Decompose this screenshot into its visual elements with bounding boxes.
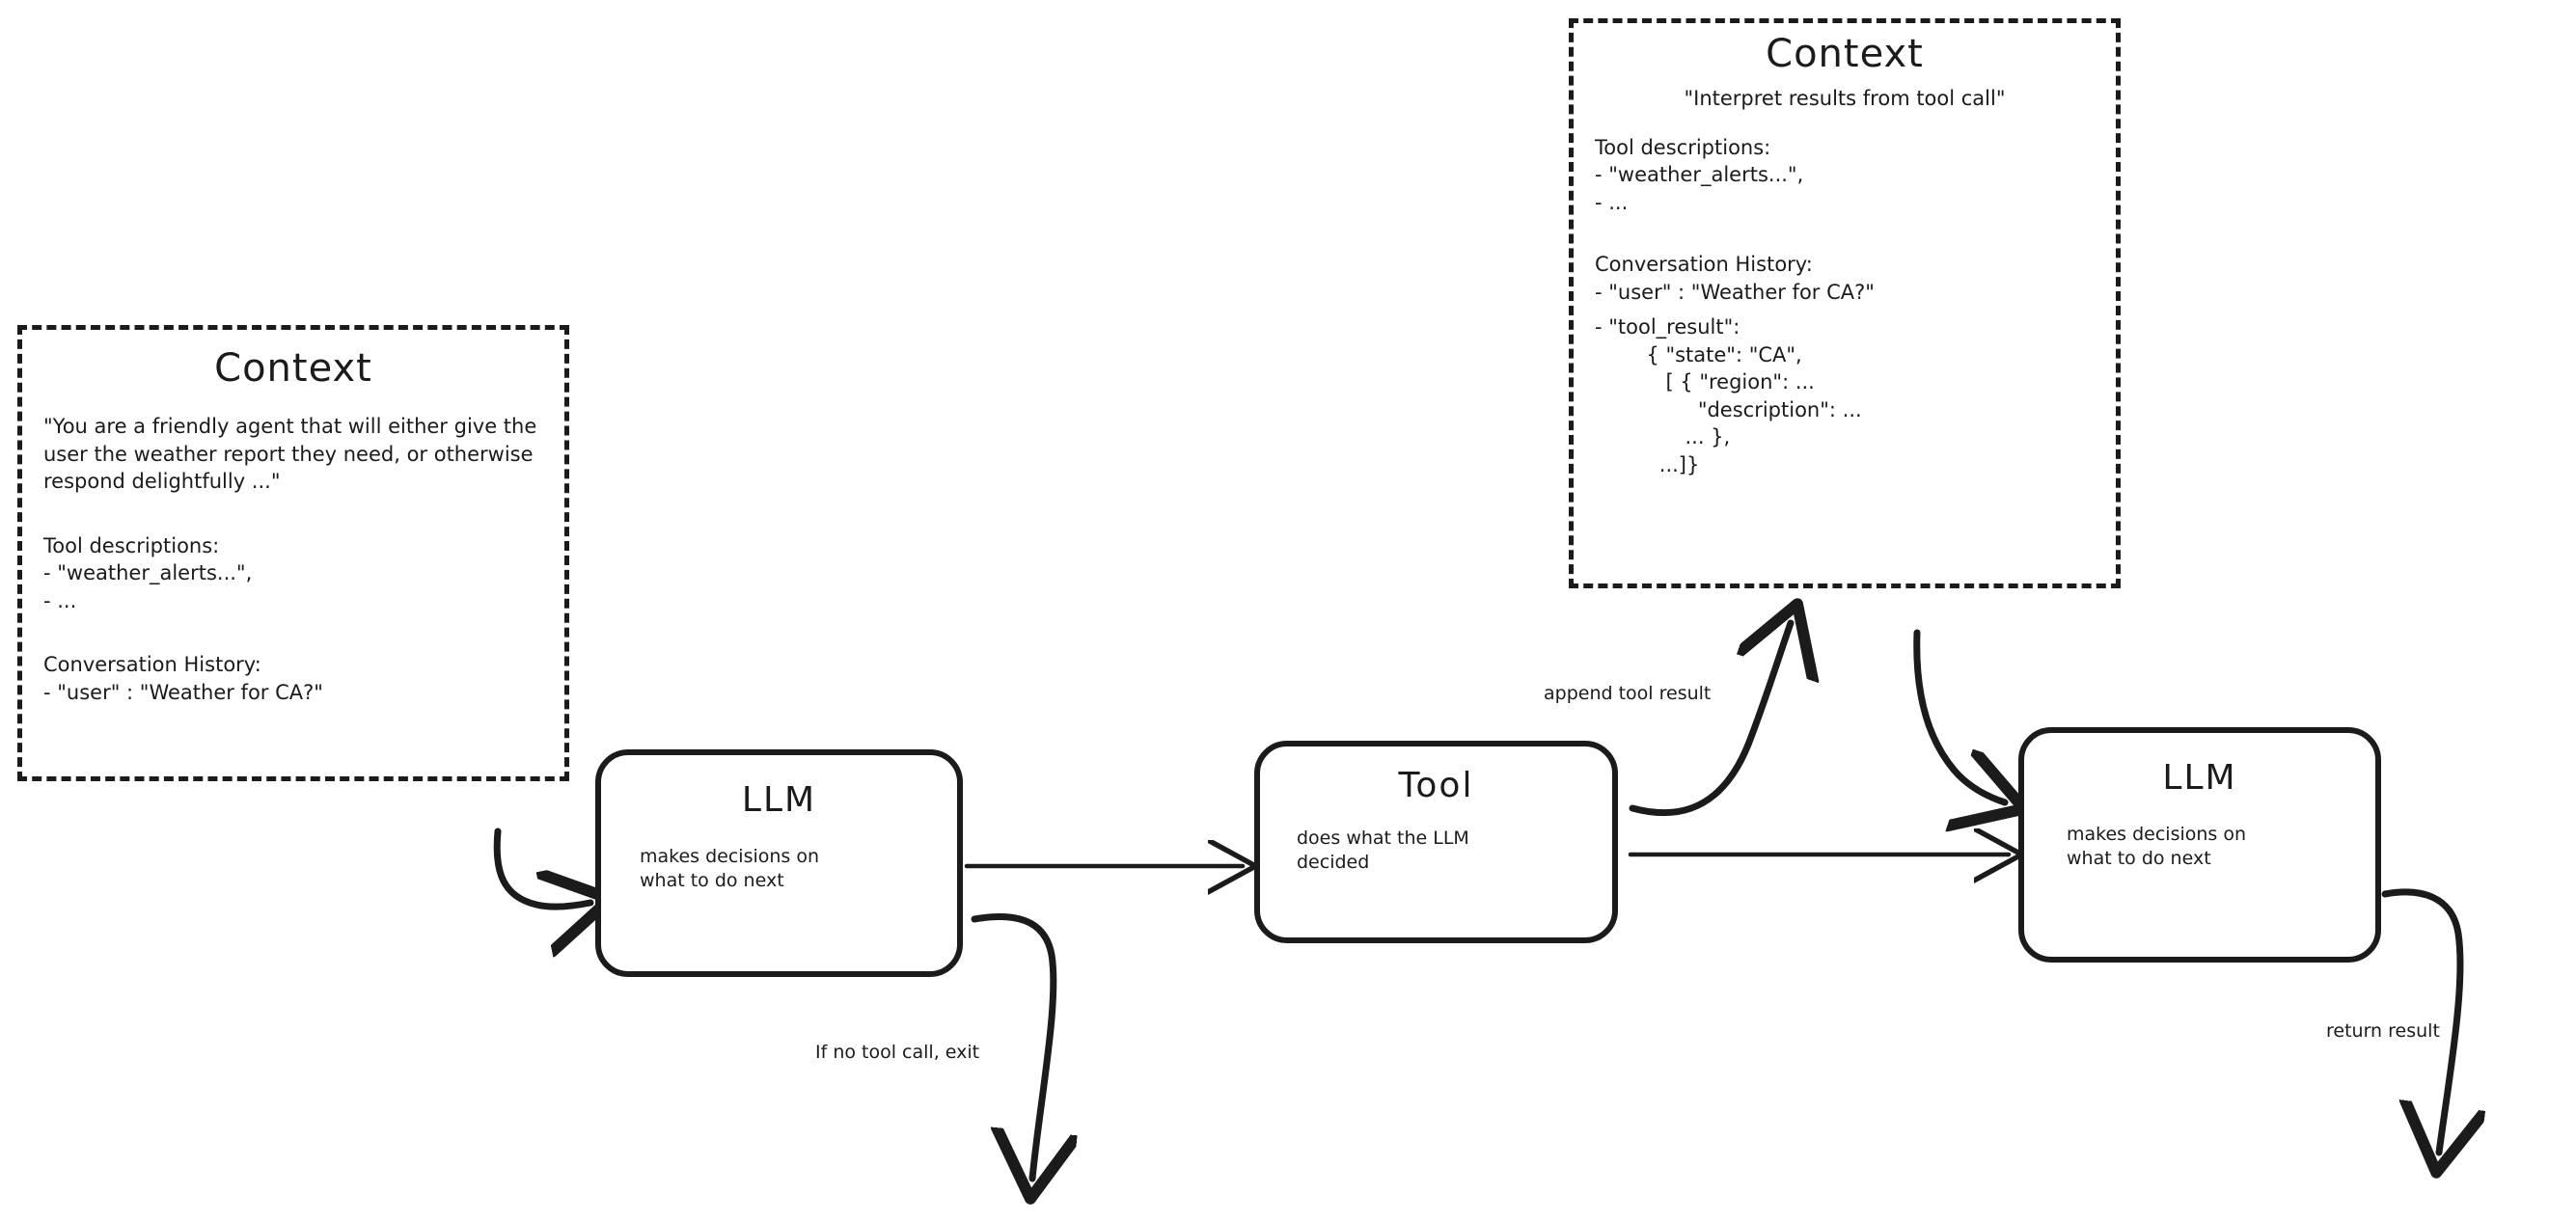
context-left-conversation-item: - "user" : "Weather for CA?" xyxy=(43,680,323,704)
context-right-conversation-item: { "state": "CA", xyxy=(1595,342,1802,366)
context-right-tool-item: - "weather_alerts...", xyxy=(1595,163,1804,187)
context-right-conversation-heading: Conversation History: xyxy=(1595,253,1813,277)
edge-context-to-llm2 xyxy=(1913,629,2005,802)
edge-append-tool-result xyxy=(1629,623,1791,817)
context-right-title: Context xyxy=(1766,32,1924,76)
context-box-right: Context "Interpret results from tool cal… xyxy=(1569,18,2121,588)
node-tool-subtitle: does what the LLM decided xyxy=(1297,828,1469,873)
context-right-conversation-item: "description": ... xyxy=(1595,397,1862,421)
context-right-conversation-item: ...]} xyxy=(1595,453,1700,477)
context-right-conversation-item: [ { "region": ... xyxy=(1595,370,1815,394)
node-llm-1[interactable]: LLM makes decisions on what to do next xyxy=(595,749,963,977)
edge-label-return-result: return result xyxy=(2326,1020,2440,1042)
edge-context-to-llm1 xyxy=(493,828,590,907)
context-left-tool-item: - "weather_alerts...", xyxy=(43,561,253,585)
node-llm-2-subtitle: makes decisions on what to do next xyxy=(2067,824,2247,869)
node-tool[interactable]: Tool does what the LLM decided xyxy=(1254,741,1618,943)
spacer xyxy=(22,614,564,628)
node-llm-1-title: LLM xyxy=(741,780,817,820)
context-right-conversation-item: - "user" : "Weather for CA?" xyxy=(1595,280,1875,304)
context-right-conversation-item: ... }, xyxy=(1595,425,1731,449)
node-tool-title: Tool xyxy=(1398,766,1474,805)
node-llm-2-title: LLM xyxy=(2162,758,2237,798)
context-left-system-prompt: "You are a friendly agent that will eith… xyxy=(43,415,543,494)
node-llm-2[interactable]: LLM makes decisions on what to do next xyxy=(2018,727,2381,963)
edge-label-append-tool-result: append tool result xyxy=(1544,683,1712,704)
context-left-tools-heading: Tool descriptions: xyxy=(43,533,220,557)
spacer xyxy=(1574,306,2116,313)
node-llm-1-subtitle: makes decisions on what to do next xyxy=(640,846,820,891)
context-left-title: Context xyxy=(214,346,372,391)
context-right-conversation-item: - "tool_result": xyxy=(1595,315,1740,339)
context-left-tool-item: - ... xyxy=(43,588,77,612)
edge-label-exit: If no tool call, exit xyxy=(815,1042,980,1063)
context-right-tool-item: - ... xyxy=(1595,190,1629,214)
context-left-conversation-heading: Conversation History: xyxy=(43,653,261,677)
edge-llm1-exit xyxy=(971,913,1054,1179)
context-right-tools-heading: Tool descriptions: xyxy=(1595,135,1771,159)
spacer xyxy=(22,496,564,509)
spacer xyxy=(1574,216,2116,230)
context-box-left: Context "You are a friendly agent that w… xyxy=(17,325,569,781)
context-right-system-prompt: "Interpret results from tool call" xyxy=(1684,87,2006,110)
